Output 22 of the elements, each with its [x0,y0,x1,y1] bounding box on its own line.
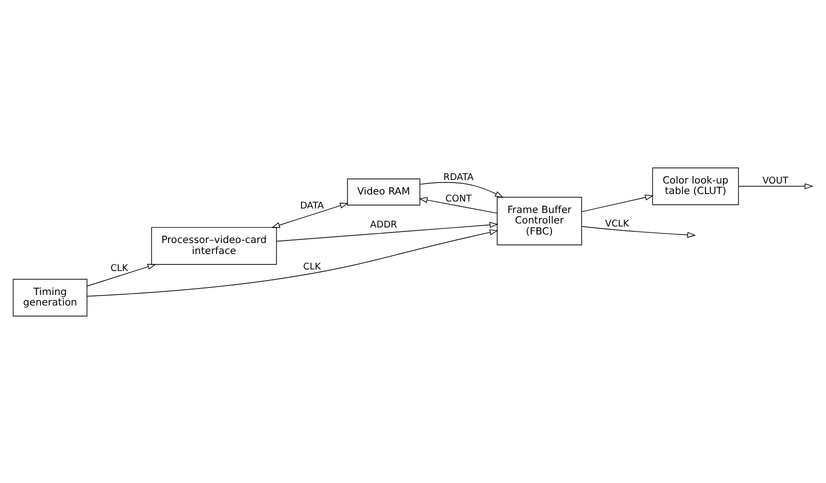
node-box: Timing generation [12,278,88,316]
edge-label: CLK [110,262,128,274]
node-box: Processor–video-card interface [151,226,277,264]
arrow [86,263,156,286]
arrow [738,182,814,189]
arrow [86,228,498,296]
edge-label: CLK [303,261,321,272]
edge-label: RDATA [443,172,474,183]
node-box: Frame Buffer Controller (FBC) [496,196,582,245]
arrow [271,202,348,228]
arrow [581,226,696,238]
edge-label: VOUT [762,175,788,186]
edge-label: DATA [300,200,324,212]
node-box: Color look-up table (CLUT) [652,166,739,205]
node-box: Video RAM [347,178,420,205]
arrow [420,182,504,198]
arrow [276,221,498,242]
arrow [581,194,654,212]
edge-label: VCLK [605,218,630,229]
edge-label: ADDR [370,219,398,230]
arrow [418,196,498,214]
edge-label: CONT [445,192,472,204]
